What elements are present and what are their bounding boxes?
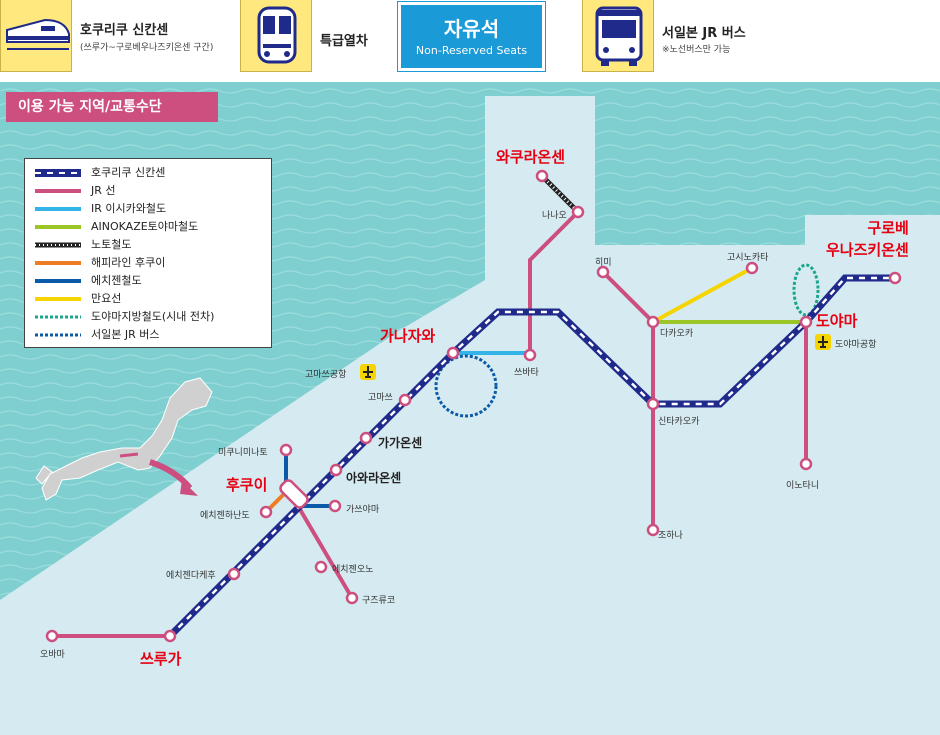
station-kurobe[interactable] [888, 271, 902, 285]
label-komatsu-airport: 고마쓰공항 [305, 370, 347, 380]
label-himi: 히미 [595, 258, 612, 268]
label-kanazawa: 가나자와 [380, 327, 436, 345]
station-shintakaoka[interactable] [646, 397, 660, 411]
legend-label: 호쿠리쿠 신칸센 [91, 166, 166, 179]
label-tsuruga: 쓰루가 [140, 650, 182, 668]
station-kanazawa[interactable] [446, 346, 460, 360]
label-katsuyama: 가쓰야마 [346, 505, 380, 515]
legend-label: 만요선 [91, 292, 122, 305]
legend-label: 노토철도 [91, 238, 132, 251]
legend-item: AINOKAZE토야마철도 [35, 219, 271, 235]
station-markers [45, 169, 902, 643]
inset-highlight [119, 452, 139, 458]
label-kuzuryuko: 구즈류코 [362, 596, 396, 606]
bus-icon [595, 6, 643, 66]
station-wakura[interactable] [535, 169, 549, 183]
airplane-icon [815, 334, 831, 350]
express-label: 특급열차 [320, 34, 368, 49]
bus-route-loop [434, 354, 498, 418]
station-josen[interactable] [646, 523, 660, 537]
legend-item: 노토철도 [35, 237, 271, 253]
seat-sub: Non-Reserved Seats [415, 44, 528, 57]
label-awara: 아와라온센 [346, 471, 402, 485]
legend-label: JR 선 [91, 184, 116, 197]
station-kagaonsen[interactable] [359, 431, 373, 445]
station-echizenhanando[interactable] [259, 505, 273, 519]
inset-arrow-icon [149, 459, 193, 490]
label-komatsu: 고마쓰 [368, 393, 393, 403]
station-mikuni[interactable] [279, 443, 293, 457]
legend-item: IR 이시카와철도 [35, 201, 271, 217]
legend-label: 해피라인 후쿠이 [91, 256, 166, 269]
shinkansen-tile [0, 0, 72, 72]
station-awara[interactable] [329, 463, 343, 477]
toyama-tram-loop [792, 263, 820, 317]
inset-arrowhead-icon [180, 480, 198, 496]
label-nanao: 나나오 [542, 211, 567, 221]
label-josen: 조하나 [658, 531, 683, 541]
legend-item: 만요선 [35, 291, 271, 307]
legend-item: 에치젠철도 [35, 273, 271, 289]
shinkansen-icon [6, 18, 70, 50]
label-toyama-airport: 도야마공항 [835, 340, 877, 350]
station-komatsu[interactable] [398, 393, 412, 407]
label-toyama: 도야마 [816, 312, 858, 330]
label-inotani: 이노타니 [786, 481, 820, 491]
legend-item: JR 선 [35, 183, 271, 199]
label-echizenono: 에치젠오노 [332, 565, 374, 575]
legend: 호쿠리쿠 신칸센 JR 선 IR 이시카와철도 AINOKAZE토야마철도 노토… [24, 158, 272, 348]
station-takaoka2[interactable] [745, 261, 759, 275]
legend-label: 서일본 JR 버스 [91, 328, 160, 341]
label-obama: 오바마 [40, 650, 65, 660]
station-obama[interactable] [45, 629, 59, 643]
label-mikuni: 미쿠니미나토 [218, 448, 268, 458]
label-shintakaoka: 신타카오카 [658, 417, 700, 427]
label-tsubata: 쓰바타 [514, 368, 539, 378]
express-train-icon [257, 6, 297, 64]
label-takaoka: 다카오카 [660, 329, 694, 339]
station-echizenono[interactable] [314, 560, 328, 574]
airplane-icon [360, 364, 376, 380]
fukui-station-marker[interactable] [278, 478, 309, 509]
bus-sub: ※노선버스만 가능 [662, 45, 731, 55]
label-kurobe: 구로베 우나즈키온센 [826, 219, 909, 259]
station-tsuruga[interactable] [163, 629, 177, 643]
bus-tile [582, 0, 654, 72]
station-echizentakefu[interactable] [227, 567, 241, 581]
express-tile [240, 0, 312, 72]
shinkansen-sub: (쓰루가~구로베우나즈키온센 구간) [80, 43, 214, 53]
bus-label: 서일본 JR 버스 [662, 26, 746, 41]
legend-label: 도야마지방철도(시내 전차) [91, 310, 215, 323]
legend-item: 해피라인 후쿠이 [35, 255, 271, 271]
seat-title: 자유석 [443, 17, 500, 41]
station-nanao[interactable] [571, 205, 585, 219]
legend-label: AINOKAZE토야마철도 [91, 220, 199, 233]
station-toyama[interactable] [799, 315, 813, 329]
station-takaoka[interactable] [646, 315, 660, 329]
station-himi[interactable] [596, 265, 610, 279]
station-inotani[interactable] [799, 457, 813, 471]
legend-label: 에치젠철도 [91, 274, 142, 287]
area-banner: 이용 가능 지역/교통수단 [6, 92, 218, 122]
station-katsuyama[interactable] [328, 499, 342, 513]
legend-label: IR 이시카와철도 [91, 202, 167, 215]
shinkansen-label: 호쿠리쿠 신칸센 [80, 23, 169, 38]
label-kagaonsen: 가가온센 [378, 436, 423, 450]
japan-inset-map [35, 377, 213, 501]
label-wakura: 와쿠라온센 [496, 148, 566, 166]
legend-item: 서일본 JR 버스 [35, 327, 271, 343]
label-fukui: 후쿠이 [226, 476, 268, 494]
station-tsubata[interactable] [523, 348, 537, 362]
seat-type-box: 자유석 Non-Reserved Seats [397, 1, 546, 72]
legend-item: 호쿠리쿠 신칸센 [35, 165, 271, 181]
legend-shinkansen-swatch [35, 169, 81, 177]
legend-item: 도야마지방철도(시내 전차) [35, 309, 271, 325]
station-kuzuryuko[interactable] [345, 591, 359, 605]
label-takaoka2: 고시노카타 [727, 253, 769, 263]
label-echizenhanando: 에치젠하난도 [200, 511, 250, 521]
label-echizentakefu: 에치젠다케후 [166, 571, 216, 581]
manyo-line [652, 266, 753, 324]
header-bar: 호쿠리쿠 신칸센 (쓰루가~구로베우나즈키온센 구간) 특급열차 자유석 Non… [0, 0, 940, 76]
